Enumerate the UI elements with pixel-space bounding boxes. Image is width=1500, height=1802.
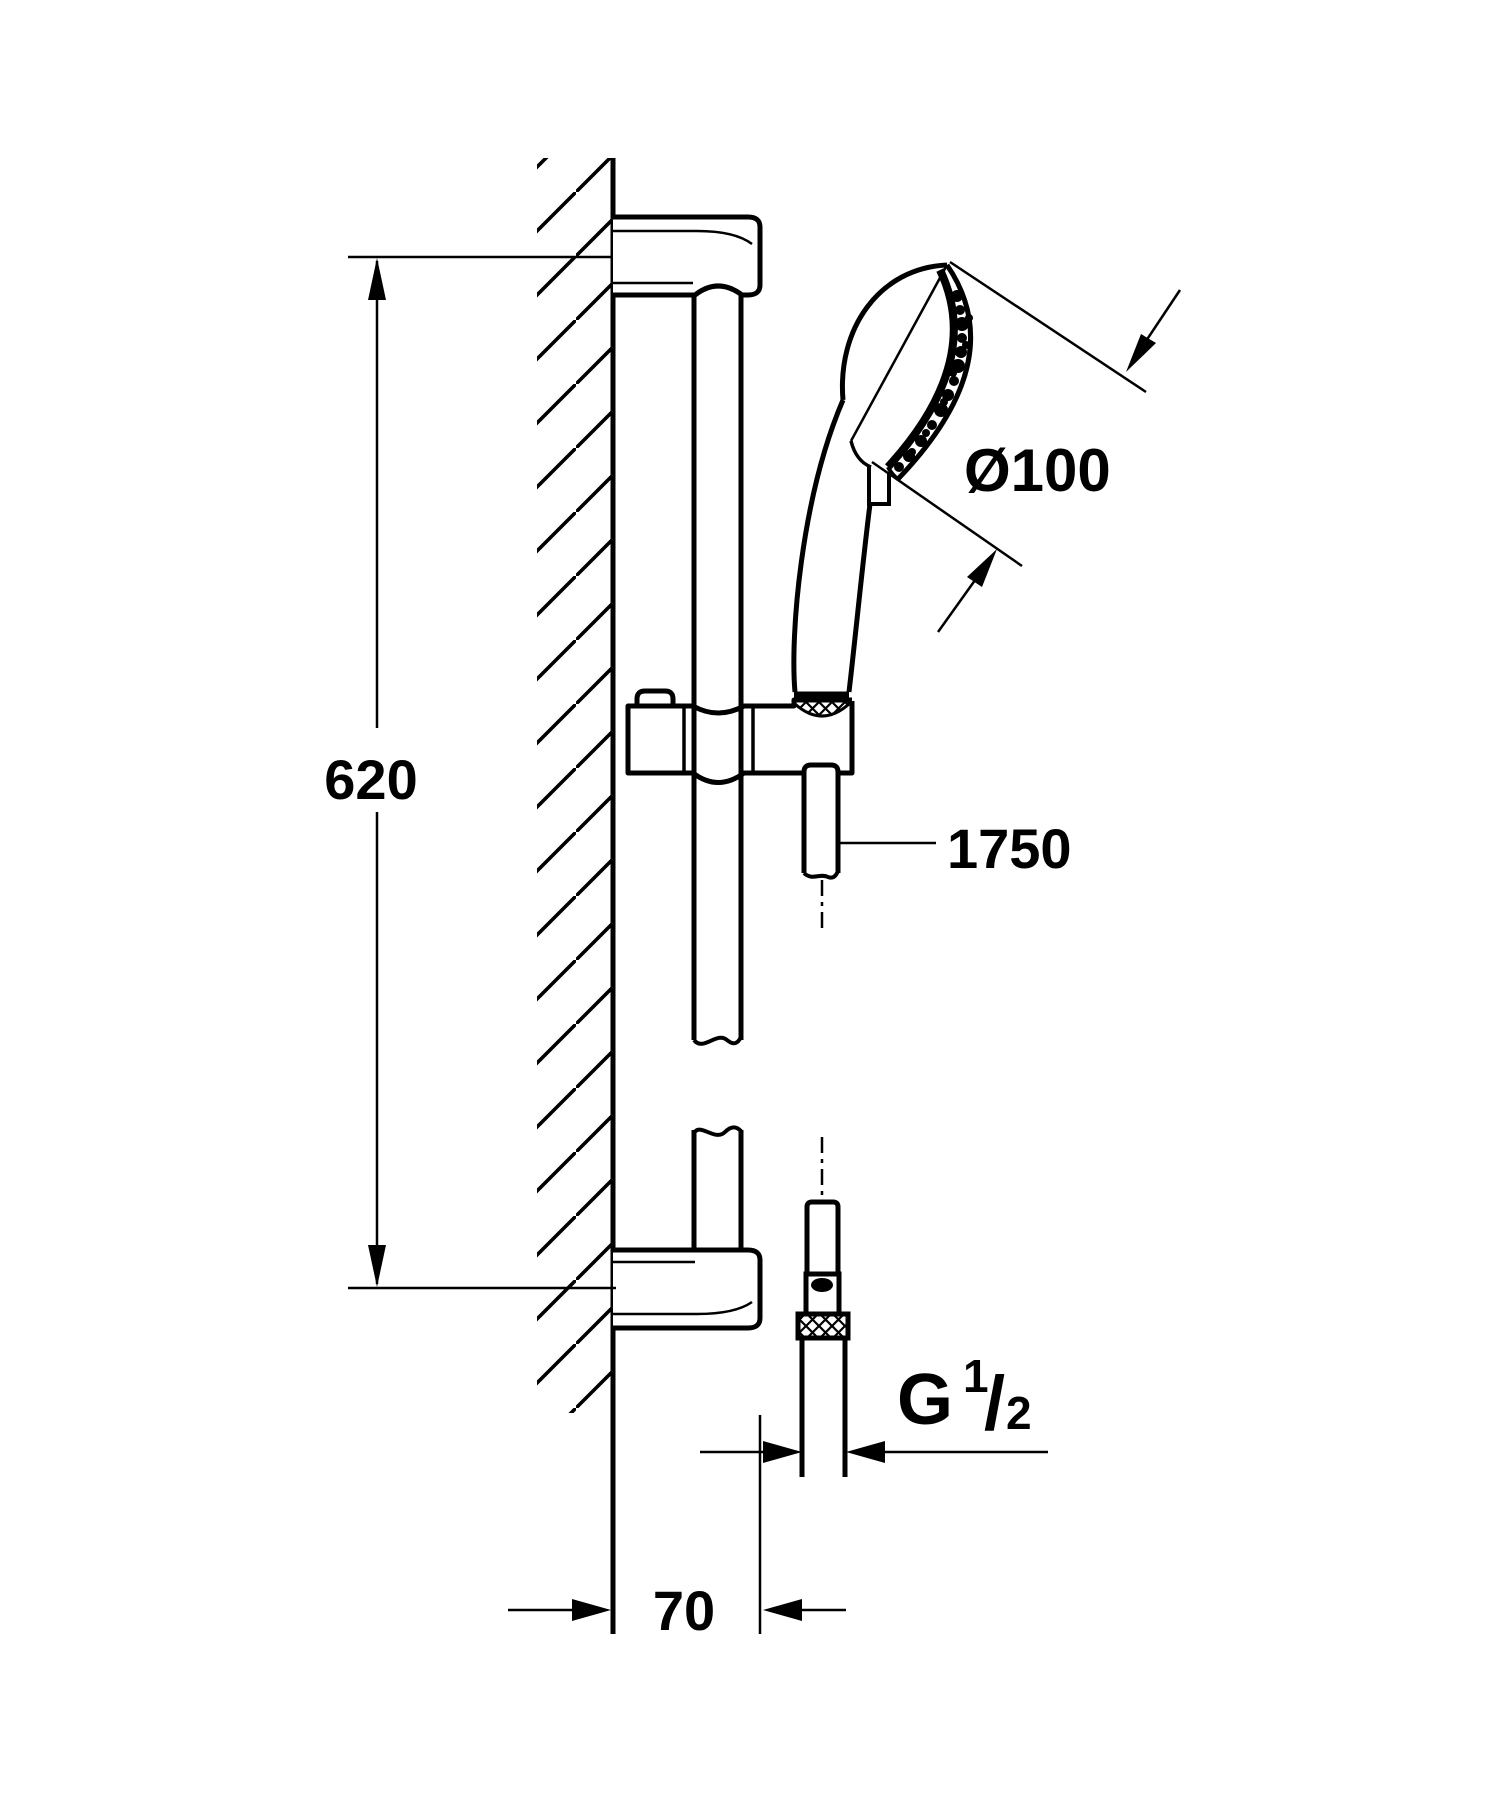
dimension-1750: 1750: [840, 817, 1072, 880]
release-button: [634, 688, 676, 706]
dim-1750-label: 1750: [947, 817, 1072, 880]
dim-diameter-label: Ø100: [964, 437, 1111, 504]
thread-label-g: G: [897, 1360, 953, 1440]
thread-label-numerator: 1: [963, 1350, 989, 1402]
spray-face-rim-arc: [885, 268, 958, 470]
dim-620-label: 620: [324, 748, 417, 811]
connector-upper-tube: [804, 1199, 841, 1274]
top-bracket-outline: [613, 214, 763, 298]
spray-face-outer-arc: [896, 263, 974, 481]
top-bracket-inner-line: [613, 229, 753, 246]
handle-left-edge: [791, 399, 846, 693]
handle-right-edge: [846, 503, 873, 693]
wall-hatching: [537, 158, 613, 1413]
handle-clip: [867, 467, 891, 506]
thread-label-slash: /: [984, 1361, 1005, 1446]
hand-shower: [791, 262, 974, 701]
bottom-bracket-outline: [613, 1247, 763, 1331]
top-wall-bracket: [613, 214, 763, 298]
arrow-head-lower: [967, 549, 997, 587]
rail-break-lower: [692, 1125, 743, 1137]
arrow-head-upper: [1126, 334, 1156, 372]
thread-label-denominator: 2: [1006, 1387, 1032, 1439]
arrow-g12-left: [763, 1441, 802, 1463]
head-back-curve: [839, 262, 948, 401]
arrow-g12-right: [846, 1441, 885, 1463]
dim-70-label: 70: [653, 1579, 715, 1642]
spray-nozzle-dots: [894, 290, 973, 472]
ext-line-head-top: [949, 260, 1147, 394]
wall-section: [537, 158, 616, 1634]
bottom-wall-bracket: [613, 1245, 763, 1331]
ext-line-head-bottom: [871, 460, 1023, 568]
dimension-thread-g12: G 1 / 2: [700, 1350, 1048, 1463]
hose-upper-stub: [801, 762, 841, 928]
arrow-70-left: [572, 1599, 611, 1621]
glide-body-right-edge: [840, 701, 855, 776]
slide-rail: [691, 295, 744, 1250]
head-plate-chord: [849, 264, 949, 442]
head-lower-edge: [849, 440, 872, 469]
hose-upper-break: [802, 870, 840, 880]
hose-upper-tube: [801, 762, 841, 873]
arrow-down: [368, 1245, 386, 1287]
glide-body-outline: [625, 697, 852, 785]
handle-socket-cone: [793, 698, 851, 718]
rail-break-upper: [692, 1035, 743, 1046]
dimension-diameter-100: Ø100: [871, 260, 1182, 633]
arrow-shaft-lower: [936, 575, 980, 633]
knurled-nut: [795, 1311, 851, 1341]
glide-element: [625, 688, 855, 785]
hose-lower-connector: [795, 1137, 851, 1477]
arrow-70-right: [763, 1599, 802, 1621]
bottom-bracket-inner-line-2: [613, 1300, 753, 1316]
dimension-620: 620: [324, 255, 616, 1290]
dimension-70: 70: [508, 1415, 846, 1642]
connector-hole: [811, 1278, 833, 1292]
arrow-up: [368, 258, 386, 300]
